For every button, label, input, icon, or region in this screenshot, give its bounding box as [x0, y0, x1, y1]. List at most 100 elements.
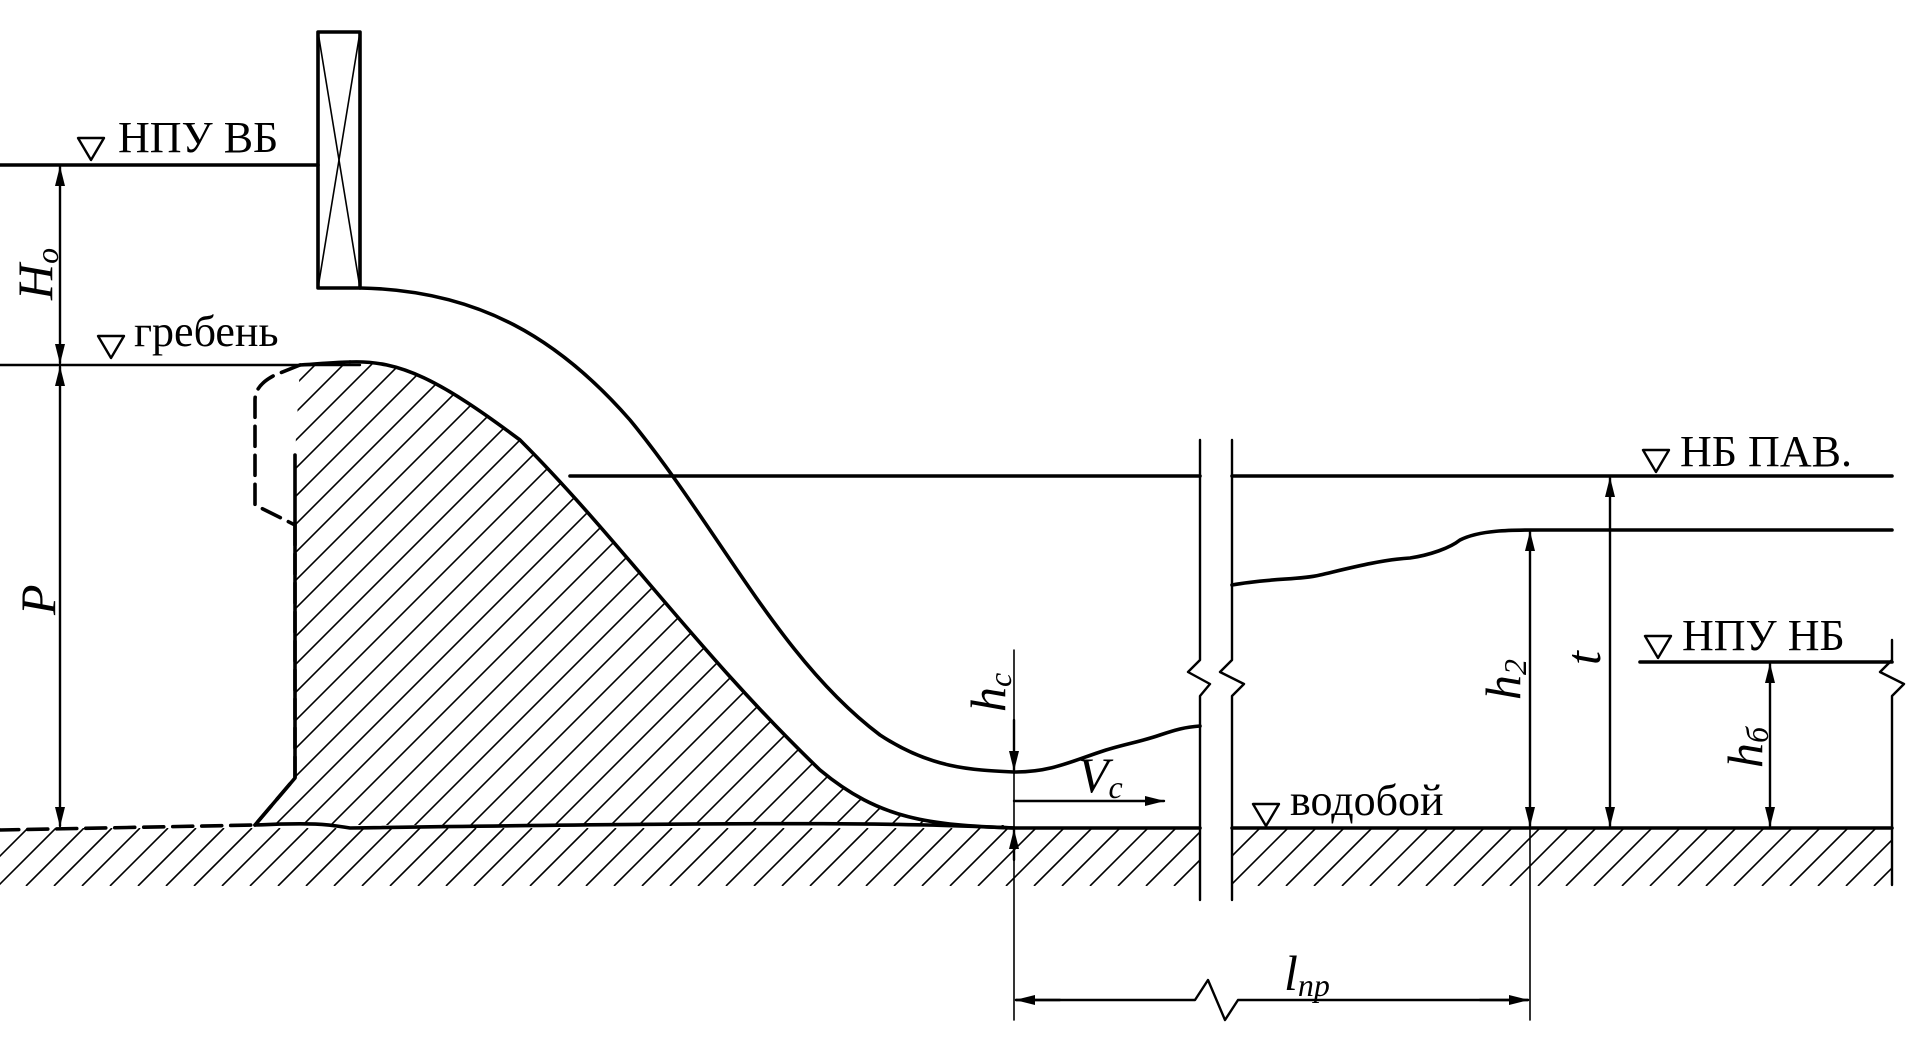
hatch-line — [427, 361, 929, 828]
hatch-line — [1677, 828, 1737, 886]
hatch-line — [595, 361, 1014, 828]
weir-face — [348, 360, 1016, 830]
hatch-line — [0, 828, 29, 886]
flood-tailwater-label: НБ ПАВ. — [1680, 427, 1852, 476]
apron-label: водобой — [1290, 776, 1444, 825]
svg-text:P: P — [10, 584, 66, 616]
hatch-line — [1733, 828, 1793, 886]
hatch-line — [819, 361, 1014, 828]
hatch-line — [529, 828, 589, 886]
jump-length-dimension — [1014, 978, 1530, 1022]
normal-tailwater-label: НПУ НБ — [1682, 611, 1845, 660]
hatch-line — [651, 361, 1014, 828]
hatch-line — [361, 828, 421, 886]
hatch-line — [501, 828, 561, 886]
crest-label: гребень — [134, 307, 279, 356]
upstream-nwl-label: НПУ ВБ — [118, 113, 278, 162]
hatch-line — [333, 828, 393, 886]
hatch-line — [1593, 828, 1653, 886]
hatch-line — [1649, 828, 1709, 886]
weir-height-symbol: P — [10, 584, 66, 616]
break-line-left — [1186, 438, 1212, 902]
hatch-line — [1145, 828, 1205, 886]
hatch-line — [1313, 828, 1373, 886]
hatch-line — [1761, 828, 1821, 886]
hatch-line — [137, 828, 197, 886]
jump-surface-left — [1012, 724, 1202, 774]
hatch-line — [1509, 828, 1569, 886]
hatch-line — [1257, 828, 1317, 886]
jump-length-symbol: lпр — [1284, 945, 1330, 1003]
hatch-line — [669, 828, 729, 886]
svg-text:hб: hб — [1717, 726, 1775, 768]
hatch-line — [1705, 828, 1765, 886]
hatch-line — [255, 361, 677, 828]
hatch-line — [399, 361, 901, 828]
hatch-line — [389, 828, 449, 886]
hatch-line — [165, 828, 225, 886]
hatch-line — [1425, 828, 1485, 886]
weir-profile — [253, 821, 1016, 830]
hatch-line — [255, 361, 537, 828]
hatch-line — [1061, 828, 1121, 886]
hatch-line — [25, 828, 85, 886]
hatch-line — [959, 361, 1014, 828]
conjugate-depth-symbol: h2 — [1475, 659, 1533, 700]
break-line-far — [1878, 638, 1906, 887]
hatch-line — [641, 828, 701, 886]
nappe-surface — [358, 286, 1016, 774]
hatch-line — [1453, 828, 1513, 886]
svg-text:hc: hc — [960, 673, 1018, 712]
svg-text:t: t — [1555, 650, 1611, 665]
hatch-line — [557, 828, 617, 886]
hatch-line — [1565, 828, 1625, 886]
hatch-line — [255, 361, 425, 828]
hatch-line — [343, 361, 845, 828]
hatch-line — [725, 828, 785, 886]
hatch-line — [1789, 828, 1849, 886]
hatch-line — [277, 828, 337, 886]
level-marker-icon — [76, 136, 1673, 828]
hatch-line — [1817, 828, 1877, 886]
hatch-line — [837, 828, 897, 886]
hatch-line — [371, 361, 873, 828]
jump-surface-right — [1230, 528, 1894, 587]
svg-text:Ho: Ho — [7, 248, 65, 301]
hatch-line — [445, 828, 505, 886]
hatch-line — [305, 828, 365, 886]
hatch-line — [1173, 828, 1233, 886]
hatch-line — [1621, 828, 1681, 886]
hatch-line — [81, 828, 141, 886]
break-line-right — [1218, 438, 1246, 902]
weir-hatching — [255, 340, 1572, 840]
hatch-line — [977, 828, 1037, 886]
hatch-line — [473, 828, 533, 886]
hatch-line — [1397, 828, 1457, 886]
hatch-line — [1902, 828, 1920, 886]
hatch-line — [1089, 828, 1149, 886]
hatch-line — [865, 828, 925, 886]
hatch-line — [255, 361, 705, 828]
hatch-line — [1033, 828, 1093, 886]
hatch-line — [483, 361, 985, 828]
hatch-line — [753, 828, 813, 886]
hatch-line — [1229, 828, 1289, 886]
hatch-line — [1369, 828, 1429, 886]
svg-text:h2: h2 — [1475, 659, 1533, 700]
hatch-line — [1072, 340, 1572, 840]
weir-upstream-dashed — [0, 363, 302, 832]
hatch-line — [0, 828, 57, 886]
hatch-line — [697, 828, 757, 886]
hatch-line — [259, 361, 761, 828]
hatch-line — [255, 361, 397, 828]
hatch-line — [249, 828, 309, 886]
hatch-line — [1537, 828, 1597, 886]
hatch-line — [255, 361, 593, 828]
hatch-line — [417, 828, 477, 886]
ground-hatching — [0, 828, 1920, 886]
hatch-line — [921, 828, 981, 886]
hatch-line — [539, 361, 1014, 828]
hatch-line — [707, 361, 1014, 828]
hatch-line — [315, 361, 817, 828]
